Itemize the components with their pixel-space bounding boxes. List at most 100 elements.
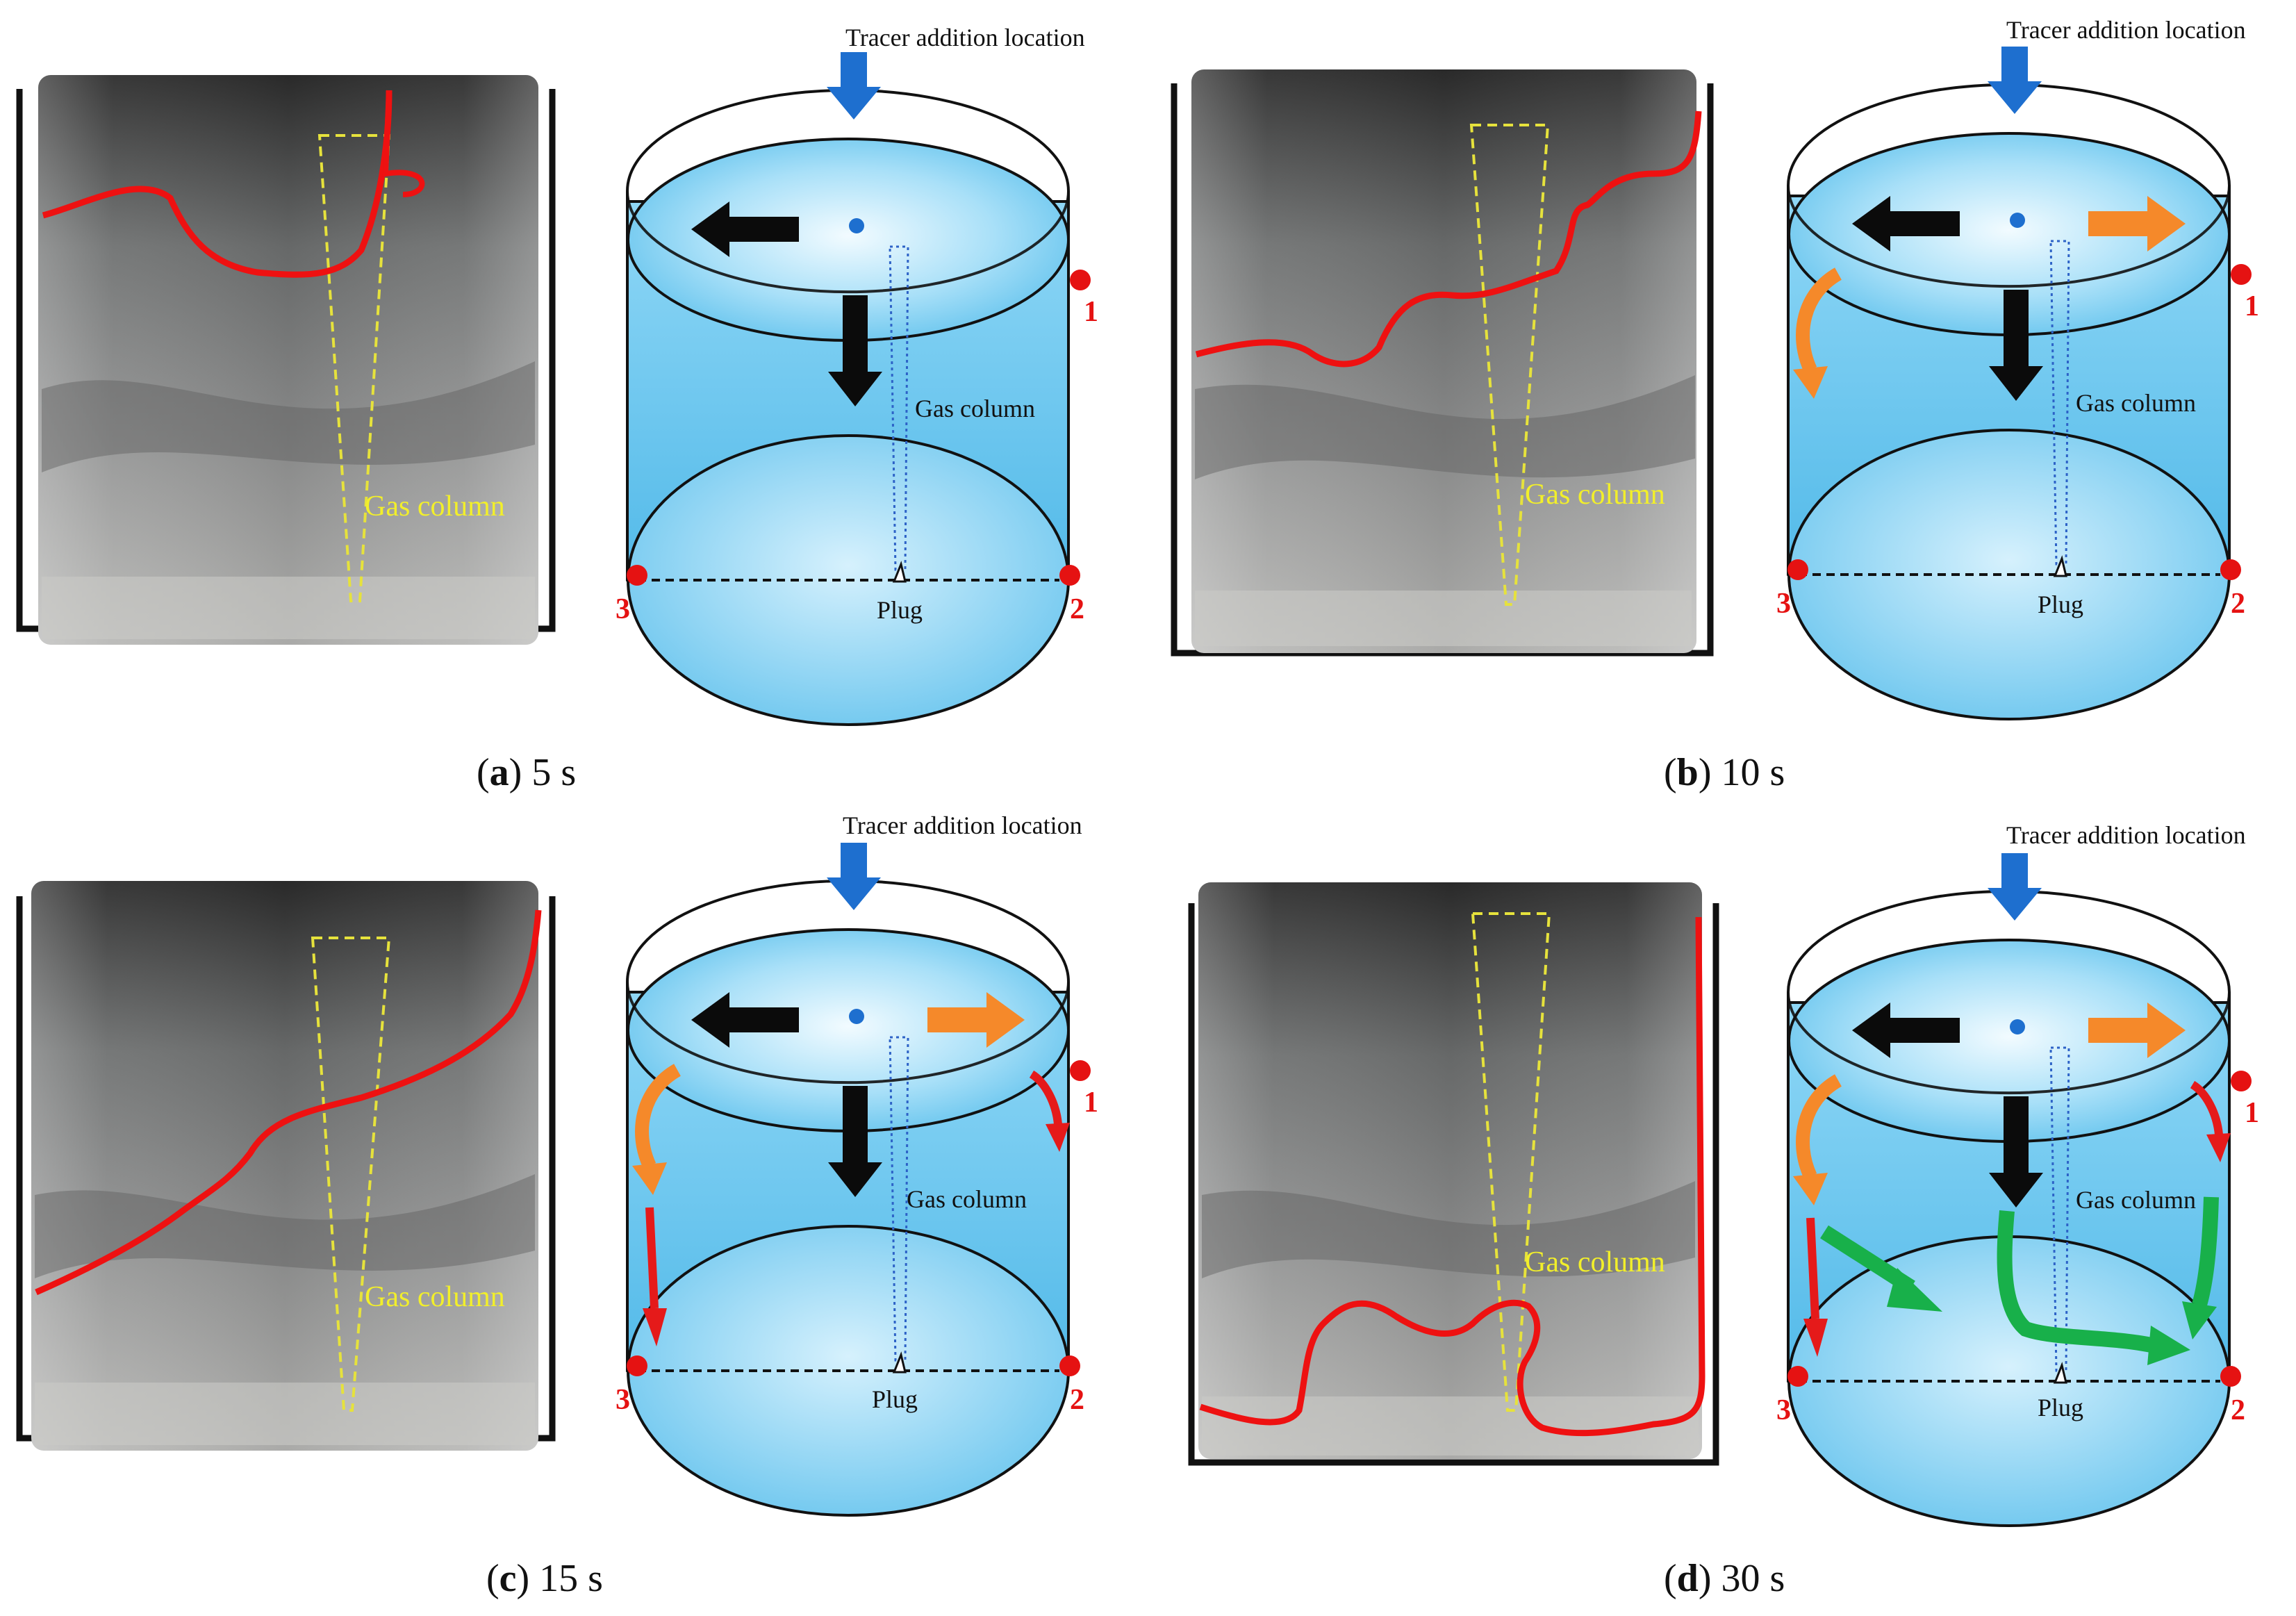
- point-label-3: 3: [1776, 588, 1791, 620]
- measure-point-2: [1059, 565, 1080, 586]
- tank-sheen: [38, 75, 538, 645]
- diagram-gas-column-label: Gas column: [2076, 1186, 2196, 1214]
- caption-time-a: 5 s: [531, 751, 576, 794]
- tank-sheen: [1198, 882, 1702, 1459]
- green-diagonal-arrow-head: [1887, 1268, 1942, 1312]
- orange-curve-arrow-line: [1796, 1074, 1842, 1180]
- plug-label: Plug: [877, 596, 923, 624]
- gas-column-outline: [1471, 912, 1551, 1412]
- photo-c: Gas column: [16, 881, 556, 1451]
- measure-point-3: [627, 565, 647, 586]
- left-flow-arrow-icon: [691, 992, 799, 1048]
- down-flow-arrow-icon: [1989, 1096, 2043, 1207]
- panel-d: Gas column Tracer addition location: [1188, 821, 2259, 1600]
- point-label-1: 1: [1084, 1087, 1098, 1119]
- gas-column-outline: [317, 134, 391, 602]
- point-label-3: 3: [616, 593, 630, 625]
- diagram-c: Tracer addition location Gas column Plug…: [616, 811, 1098, 1517]
- red-curve-arrow-line: [2190, 1080, 2223, 1135]
- left-flow-arrow-icon: [1852, 1003, 1960, 1058]
- gas-column-cone: [889, 245, 909, 571]
- measure-point-3: [1787, 559, 1808, 580]
- tracer-point: [849, 218, 864, 233]
- tracer-location-label: Tracer addition location: [2006, 821, 2246, 849]
- panel-a: Gas column Tracer addition location Gas …: [16, 24, 1098, 794]
- tracer-front-line: [1195, 110, 1702, 368]
- caption-c: (c) 15 s: [486, 1557, 603, 1600]
- point-label-3: 3: [616, 1384, 630, 1416]
- measure-point-2: [1059, 1355, 1080, 1376]
- plug-label: Plug: [872, 1385, 918, 1413]
- point-label-2: 2: [1070, 1384, 1084, 1416]
- measure-point-3: [627, 1355, 647, 1376]
- caption-letter-b: b: [1677, 751, 1699, 794]
- diagram-d: Tracer addition location Gas column Plug…: [1776, 821, 2259, 1527]
- red-down-arrow-head: [643, 1308, 667, 1346]
- tank-sheen: [1191, 69, 1696, 653]
- panel-b: Gas column Tracer addition location Gas …: [1171, 16, 2259, 794]
- caption-d: (d) 30 s: [1664, 1557, 1785, 1600]
- left-flow-arrow-icon: [1852, 196, 1960, 252]
- caption-letter-d: d: [1677, 1557, 1699, 1600]
- red-curve-arrow-head: [2206, 1133, 2231, 1162]
- caption-time-c: 15 s: [539, 1557, 603, 1600]
- gas-column-outline: [311, 937, 391, 1412]
- gas-column-cone: [2049, 1046, 2070, 1372]
- point-label-2: 2: [2231, 1394, 2245, 1426]
- plug-label: Plug: [2038, 1394, 2083, 1421]
- green-curve-arrow-head: [2147, 1326, 2190, 1365]
- gas-column-outline: [1469, 124, 1550, 606]
- tank-frame: [1188, 903, 1719, 1466]
- measure-point-1: [2231, 264, 2252, 285]
- caption-time-b: 10 s: [1721, 751, 1785, 794]
- measure-point-1: [1070, 270, 1091, 290]
- point-label-1: 1: [2245, 290, 2259, 322]
- green-curve-arrow-line: [1997, 1210, 2160, 1354]
- point-label-2: 2: [1070, 593, 1084, 625]
- photo-gas-column-label: Gas column: [1525, 1246, 1665, 1278]
- orange-curve-arrow-head: [632, 1162, 667, 1195]
- red-curve-arrow-head: [1046, 1123, 1070, 1152]
- point-label-2: 2: [2231, 588, 2245, 620]
- point-label-1: 1: [2245, 1097, 2259, 1129]
- right-flow-arrow-icon: [2088, 196, 2186, 252]
- tracer-arrow-icon: [827, 843, 881, 910]
- diagram-gas-column-label: Gas column: [907, 1185, 1027, 1213]
- orange-curve-arrow-head: [1793, 1173, 1828, 1205]
- photo-gas-column-label: Gas column: [1525, 479, 1665, 511]
- measure-point-3: [1787, 1366, 1808, 1387]
- caption-b: (b) 10 s: [1664, 751, 1785, 794]
- plug-icon: [2053, 1362, 2067, 1384]
- tracer-arrow-icon: [827, 52, 881, 119]
- tracer-front-line: [1199, 916, 1706, 1437]
- diagram-a: Tracer addition location Gas column Plug…: [616, 24, 1098, 726]
- gas-column-cone: [889, 1036, 909, 1362]
- panel-c: Gas column Tracer addition location Ga: [16, 811, 1098, 1600]
- photo-gas-column-label: Gas column: [365, 490, 505, 522]
- tracer-location-label: Tracer addition location: [2006, 16, 2246, 44]
- plug-icon: [892, 561, 907, 583]
- orange-curve-arrow-head: [1793, 366, 1828, 399]
- left-flow-arrow-icon: [691, 201, 799, 257]
- caption-time-d: 30 s: [1721, 1557, 1785, 1600]
- red-down-arrow-head: [1803, 1319, 1828, 1357]
- measure-point-2: [2220, 559, 2241, 580]
- tracer-point: [2010, 1019, 2025, 1034]
- diagram-gas-column-label: Gas column: [915, 395, 1035, 422]
- right-flow-arrow-icon: [2088, 1003, 2186, 1058]
- diagram-gas-column-label: Gas column: [2076, 389, 2196, 417]
- green-right-arrow-line: [2192, 1196, 2219, 1308]
- down-flow-arrow-icon: [1989, 290, 2043, 401]
- measure-point-2: [2220, 1366, 2241, 1387]
- diagram-b: Tracer addition location Gas column Plug…: [1776, 16, 2259, 720]
- tracer-point: [2010, 213, 2025, 228]
- tracer-arrow-icon: [1988, 47, 2042, 114]
- red-down-arrow-line: [1806, 1217, 1819, 1319]
- down-flow-arrow-icon: [828, 295, 882, 406]
- green-right-arrow-head: [2182, 1301, 2217, 1339]
- plug-label: Plug: [2038, 591, 2083, 618]
- tracer-location-label: Tracer addition location: [843, 811, 1082, 839]
- photo-d: Gas column: [1188, 882, 1719, 1466]
- photo-gas-column-label: Gas column: [365, 1281, 505, 1313]
